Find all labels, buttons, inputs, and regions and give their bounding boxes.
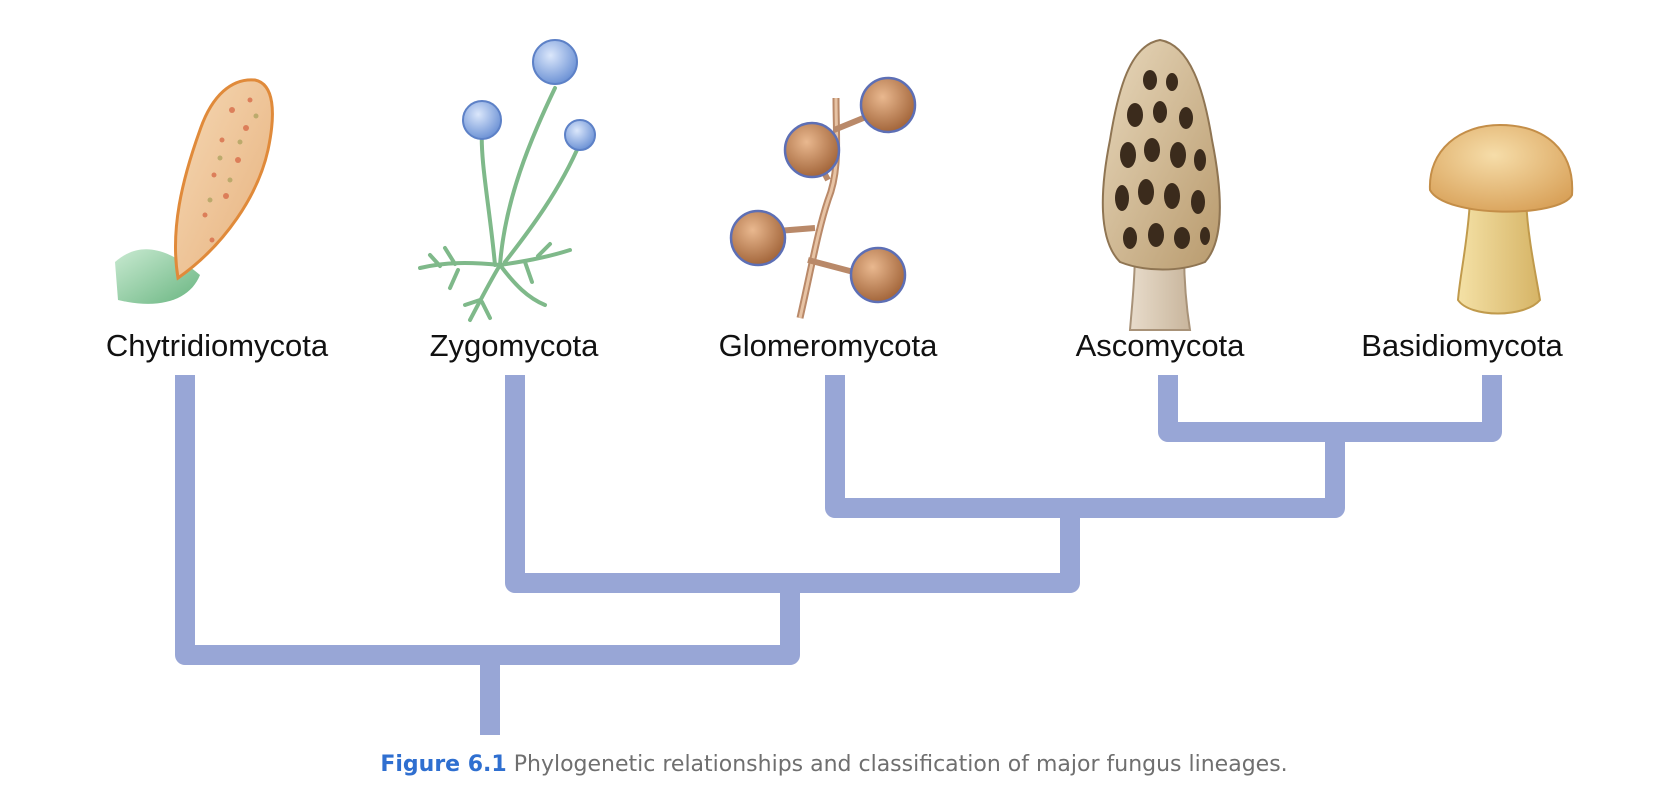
- figure-caption: Figure 6.1 Phylogenetic relationships an…: [0, 752, 1668, 777]
- taxon-label-ascomycota: Ascomycota: [1075, 328, 1245, 363]
- figure-number: Figure 6.1: [380, 752, 507, 777]
- bread-mold-icon: [418, 39, 596, 322]
- chytrid-sporangium-icon: [115, 78, 274, 304]
- branch-dikarya-clade: [1158, 375, 1502, 442]
- morel-icon: [1101, 38, 1221, 331]
- taxon-label-glomeromycota: Glomeromycota: [718, 328, 938, 363]
- taxon-label-basidiomycota: Basidiomycota: [1361, 328, 1563, 363]
- branch-zygomycota-clade: [505, 375, 1080, 593]
- mushroom-icon: [1428, 123, 1574, 315]
- branch-chytridiomycota-clade: [175, 375, 800, 665]
- taxon-label-zygomycota: Zygomycota: [429, 328, 599, 363]
- caption-text: Phylogenetic relationships and classific…: [513, 752, 1288, 777]
- taxon-label-chytridiomycota: Chytridiomycota: [105, 328, 329, 363]
- branch-glomeromycota-clade: [825, 375, 1345, 518]
- arbuscular-mycorrhiza-icon: [729, 76, 917, 319]
